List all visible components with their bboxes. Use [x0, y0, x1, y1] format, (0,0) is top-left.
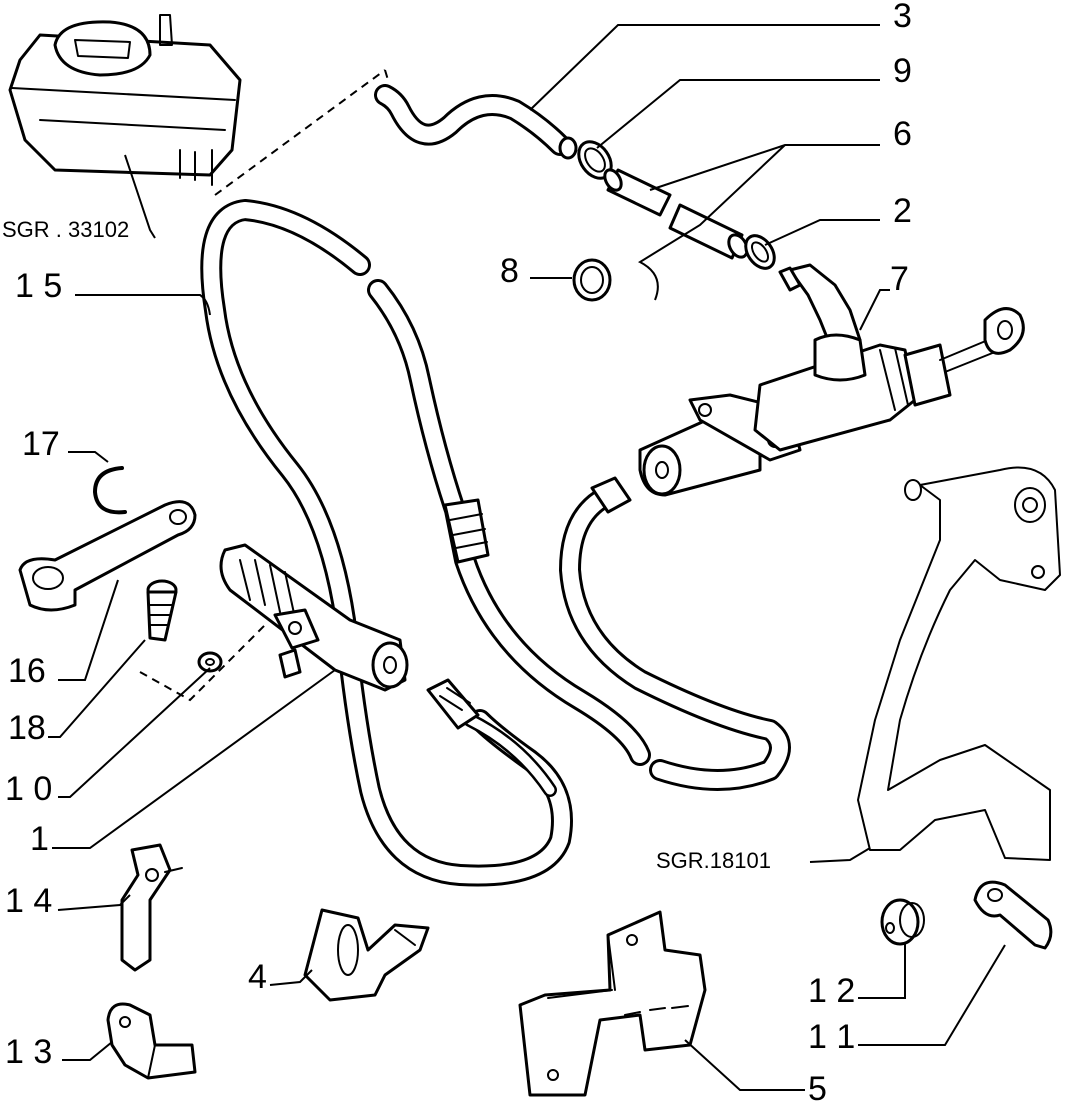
callout-17: 17 [22, 425, 60, 463]
rigid-pipe [426, 678, 557, 797]
callout-18: 18 [8, 709, 46, 747]
hose-clamp-upper [577, 140, 613, 180]
callout-7: 7 [890, 260, 909, 298]
washer [197, 651, 223, 673]
fluid-reservoir [8, 14, 242, 186]
callout-8: 8 [500, 252, 519, 290]
reference-reservoir: SGR . 33102 [2, 217, 129, 242]
clutch-slave-cylinder [219, 543, 409, 692]
master-outlet-hose [559, 476, 791, 791]
callout-14: 1 4 [5, 882, 52, 920]
hose-section-upper [603, 168, 672, 217]
pipe-support-bracket [518, 910, 707, 1097]
slave-dashed-guide [139, 624, 266, 702]
callout-12: 1 2 [808, 972, 855, 1010]
reservoir-dashed-guide [214, 69, 389, 196]
callout-16: 16 [8, 652, 46, 690]
clutch-pedal [857, 466, 1061, 861]
release-fork [18, 500, 197, 612]
bracket-angled [106, 1002, 197, 1080]
hose-clamp-lower [744, 234, 776, 270]
callout-11: 1 1 [808, 1018, 855, 1056]
clutch-master-cylinder [638, 263, 1025, 497]
callout-5: 5 [808, 1070, 827, 1104]
bracket-small-upright [120, 843, 183, 972]
fork-bolt [146, 579, 178, 642]
callout-13: 1 3 [5, 1033, 52, 1071]
callout-4: 4 [248, 958, 267, 996]
feed-hose [374, 84, 578, 160]
callout-1: 1 [30, 820, 49, 858]
callout-3: 3 [893, 0, 912, 35]
hose-retaining-clip [303, 908, 430, 1002]
grommet [880, 898, 925, 946]
hose-section-lower [668, 203, 749, 260]
callout-6: 6 [893, 115, 912, 153]
seal-ring [572, 258, 612, 302]
circlip [93, 466, 127, 515]
reference-pedal: SGR.18101 [656, 848, 771, 873]
pipe-clip [973, 880, 1053, 950]
callout-2: 2 [893, 192, 912, 230]
callout-10: 1 0 [5, 770, 52, 808]
callout-9: 9 [893, 52, 912, 90]
leader-lines [48, 24, 1006, 1091]
callout-15: 1 5 [15, 267, 62, 305]
